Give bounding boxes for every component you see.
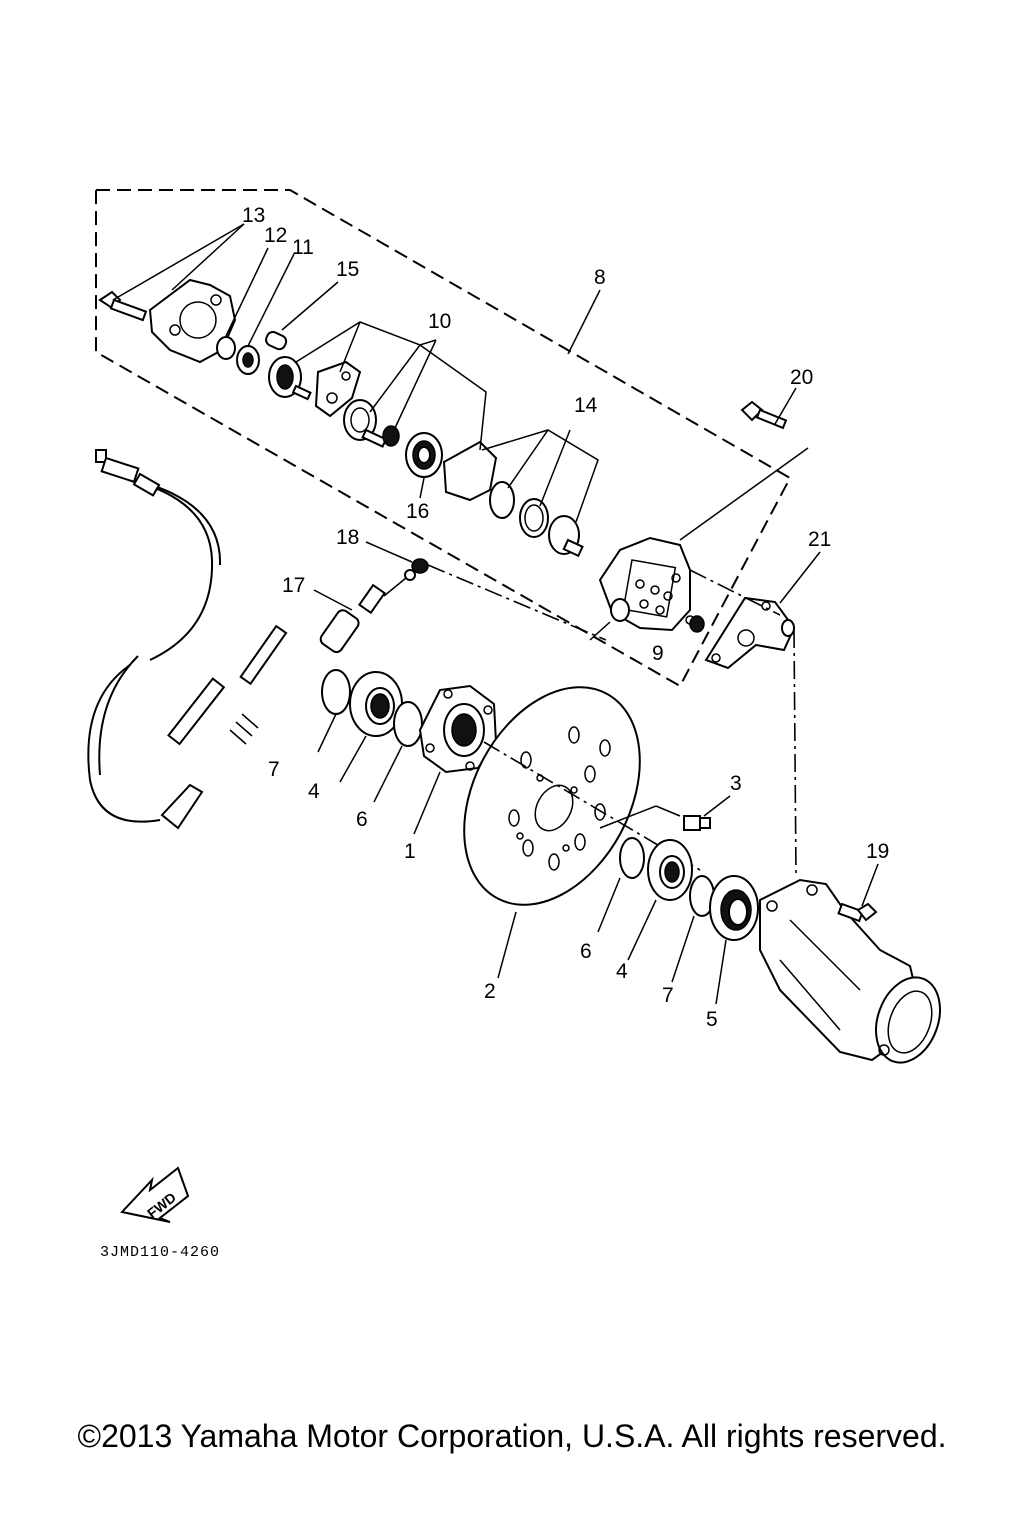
bolt-20 bbox=[740, 400, 788, 430]
callout-2: 2 bbox=[484, 980, 496, 1003]
hub-1 bbox=[418, 684, 498, 774]
copyright-notice: ©2013 Yamaha Motor Corporation, U.S.A. A… bbox=[77, 1418, 947, 1454]
bolt-19 bbox=[837, 902, 878, 923]
caliper-bracket-21 bbox=[704, 596, 796, 670]
o-ring-6-right bbox=[619, 837, 645, 879]
nut-10 bbox=[382, 425, 400, 447]
adjuster-10 bbox=[268, 356, 312, 401]
callout-3: 3 bbox=[730, 772, 742, 795]
bearing-16 bbox=[405, 432, 443, 478]
axle-housing bbox=[759, 878, 941, 1064]
bolt-3 bbox=[683, 815, 711, 831]
plate-10 bbox=[314, 360, 362, 418]
caliper-assembly-boundary bbox=[95, 189, 792, 688]
callout-13: 13 bbox=[242, 204, 265, 227]
bolt-18 bbox=[411, 558, 429, 574]
callout-8: 8 bbox=[594, 266, 606, 289]
brake-cable-17 bbox=[87, 449, 416, 830]
gasket-10 bbox=[442, 440, 498, 502]
washer-12 bbox=[216, 336, 236, 360]
cup-10 bbox=[343, 399, 388, 448]
caliper-body bbox=[598, 536, 695, 632]
callout-labels: 13 12 11 15 10 8 20 14 16 18 21 17 9 7 3… bbox=[242, 204, 889, 1031]
callout-19: 19 bbox=[866, 840, 889, 863]
bolt-13 bbox=[98, 290, 148, 322]
diagram-reference-code: 3JMD110-4260 bbox=[100, 1244, 221, 1261]
caliper-bracket bbox=[148, 278, 237, 364]
callout-20: 20 bbox=[790, 366, 813, 389]
fwd-arrow-icon: FWD bbox=[120, 1166, 190, 1223]
brake-disc-2 bbox=[463, 686, 641, 906]
bearing-4-right bbox=[647, 839, 693, 901]
callout-12: 12 bbox=[264, 224, 287, 247]
callout-6-left: 6 bbox=[356, 808, 368, 831]
callout-14: 14 bbox=[574, 394, 598, 417]
pin-15 bbox=[265, 330, 288, 351]
callout-1: 1 bbox=[404, 840, 416, 863]
callout-10: 10 bbox=[428, 310, 451, 333]
o-ring-14 bbox=[489, 481, 515, 519]
callout-5: 5 bbox=[706, 1008, 718, 1031]
callout-18: 18 bbox=[336, 526, 359, 549]
callout-7-left: 7 bbox=[268, 758, 280, 781]
callout-17: 17 bbox=[282, 574, 305, 597]
o-ring-6-left bbox=[393, 701, 423, 747]
bolt-9 bbox=[689, 615, 705, 633]
callout-15: 15 bbox=[336, 258, 359, 281]
seal-14 bbox=[519, 498, 549, 538]
leader-lines-top bbox=[112, 223, 601, 523]
callout-21: 21 bbox=[808, 528, 831, 551]
callout-4-left: 4 bbox=[308, 780, 320, 803]
callout-6-right: 6 bbox=[580, 940, 592, 963]
callout-16: 16 bbox=[406, 500, 429, 523]
callout-7-right: 7 bbox=[662, 984, 674, 1007]
callout-11: 11 bbox=[292, 236, 314, 259]
o-ring-7-left bbox=[321, 669, 351, 715]
piston-11 bbox=[236, 345, 260, 375]
oil-seal-5 bbox=[709, 875, 759, 941]
callout-9: 9 bbox=[652, 642, 664, 665]
piston-14 bbox=[548, 515, 584, 558]
callout-4-right: 4 bbox=[616, 960, 628, 983]
